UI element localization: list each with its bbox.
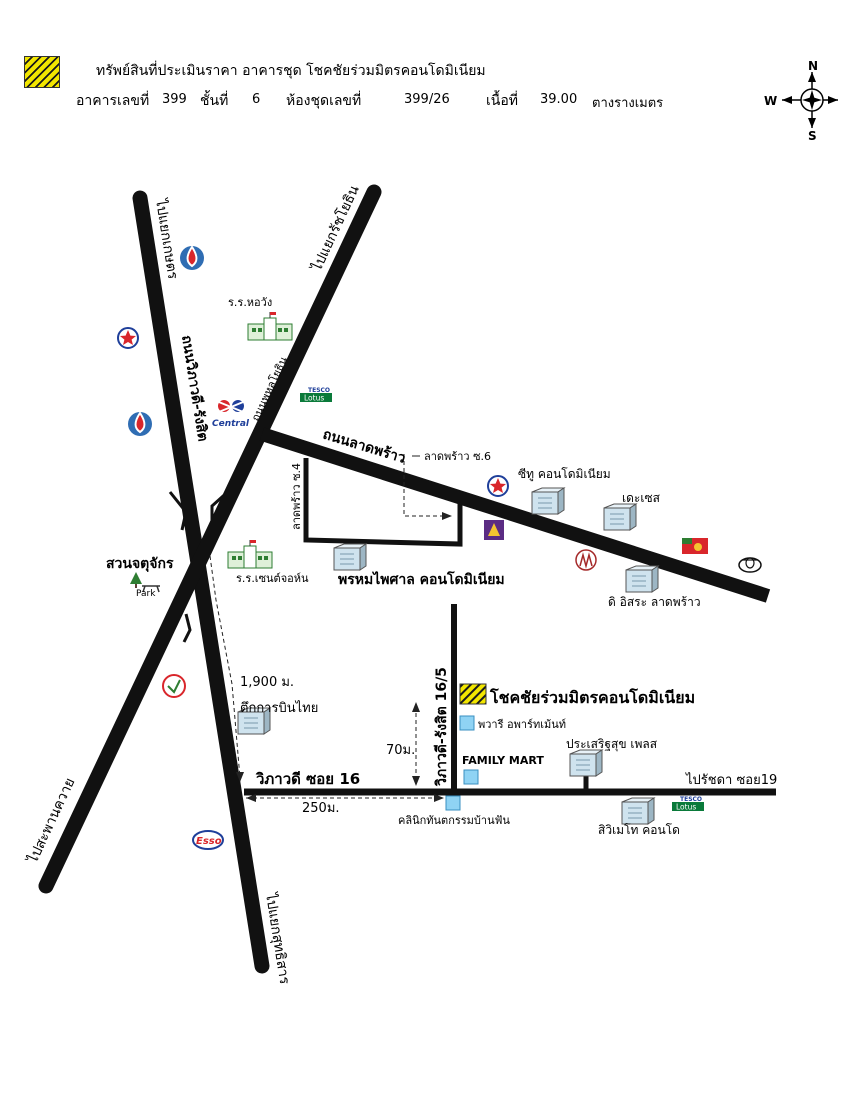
label-dental-clinic: คลินิกทันตกรรมบ้านฟัน	[398, 814, 510, 827]
tesco-lotus-icon: TESCO Lotus	[300, 387, 332, 403]
label-phrom-phaisan: พรหมไพศาล คอนโดมิเนียม	[338, 570, 505, 588]
road-ladprao-soi4	[303, 458, 463, 547]
label-city-condo: ซีทู คอนโดมิเนียม	[518, 467, 611, 482]
building-icon	[621, 797, 655, 825]
unit-label: ห้องชุดเลขที่	[286, 93, 362, 109]
central-text: Central	[212, 419, 250, 429]
label-di-issara: ดิ อิสระ ลาดพร้าว	[608, 595, 701, 609]
building-icon	[463, 769, 479, 785]
compass-icon: N W S	[764, 59, 838, 143]
svg-text:TESCO: TESCO	[680, 796, 702, 803]
building-icon	[569, 749, 603, 777]
arrow-250-right	[434, 794, 444, 802]
building-icon	[625, 565, 659, 593]
tesco-lotus-icon: TESCO Lotus	[672, 796, 704, 812]
building-icon	[603, 503, 637, 531]
label-chatuchak-park: สวนจตุจักร	[106, 556, 174, 572]
school-icon	[247, 311, 293, 341]
label-vibhavadi-soi16: วิภาวดี ซอย 16	[255, 770, 360, 788]
dashed-routes	[209, 454, 450, 799]
area-unit: ตางรางเมตร	[592, 96, 664, 111]
arrow-70-top	[412, 702, 420, 712]
building-label: อาคารเลขที่	[76, 93, 150, 109]
legend-hatch-swatch	[24, 56, 60, 88]
compass-s: S	[808, 129, 817, 143]
arrow-250-left	[246, 794, 256, 802]
building-icon	[531, 487, 565, 515]
distance-250: 250ม.	[302, 801, 340, 816]
pttep-icon	[575, 549, 597, 571]
label-pawari-apartment: พวารี อพาร์ทเม้นท์	[478, 718, 566, 731]
legend-text: ทรัพย์สินที่ประเมินราคา อาคารชุด โชคชัยร…	[96, 63, 486, 79]
svg-text:Esso: Esso	[196, 836, 222, 847]
label-family-mart: FAMILY MART	[462, 754, 544, 767]
bank-icon	[484, 520, 504, 540]
building-icon	[445, 795, 461, 811]
svg-text:Lotus: Lotus	[304, 394, 324, 403]
label-dekhasel: เดะเซส	[622, 491, 661, 505]
floor-label: ชั้นที่	[200, 93, 229, 109]
distance-1900: 1,900 ม.	[240, 675, 294, 690]
arrow-70-bottom	[412, 776, 420, 786]
overpass-marks	[168, 486, 234, 643]
svg-text:Lotus: Lotus	[676, 803, 696, 812]
label-thai-airways: ตึกการบินไทย	[240, 700, 318, 716]
flag-icon	[682, 538, 708, 554]
arrow-1900	[236, 772, 244, 782]
esso-icon: Esso	[192, 830, 224, 850]
area-value: 39.00	[540, 92, 578, 107]
label-to-ratchada-soi19: ไปรัชดา ซอย19	[685, 772, 777, 788]
road-phahonyothin	[38, 184, 382, 894]
label-chokchai-condo: โชคชัยร่วมมิตรคอนโดมิเนียม	[489, 687, 695, 707]
roads	[38, 184, 776, 974]
school-icon	[227, 539, 273, 569]
building-icon	[333, 543, 367, 571]
ptt-icon	[127, 411, 153, 437]
label-hor-wang-school: ร.ร.หอวัง	[228, 296, 272, 309]
label-prasertsuk-place: ประเสริฐสุข เพลส	[566, 737, 658, 752]
arrow-soi6	[442, 512, 452, 520]
toyota-icon	[738, 557, 762, 573]
road-vibhavadi	[132, 190, 270, 974]
subject-property-marker	[459, 683, 487, 705]
road-ladprao	[259, 427, 771, 603]
building-icon	[459, 715, 475, 731]
building-number: 399	[162, 92, 187, 107]
area-label: เนื้อที่	[486, 93, 518, 109]
tree-icon	[130, 572, 160, 593]
floor-number: 6	[252, 92, 261, 107]
map-header: ทรัพย์สินที่ประเมินราคา อาคารชุด โชคชัยร…	[0, 0, 856, 140]
caltex-star-icon	[487, 475, 509, 497]
compass-n: N	[808, 59, 818, 73]
label-city-home-condo: สิวิเมโท คอนโด	[598, 823, 680, 837]
svg-text:TESCO: TESCO	[308, 387, 330, 394]
label-park: Park	[136, 589, 156, 599]
central-icon: Central	[212, 399, 250, 429]
label-vibhavadi-16-5: วิภาวดี-รังสิต 16/5	[434, 667, 450, 787]
caltex-star-icon	[117, 327, 139, 349]
label-ladprao-soi4: ลาดพร้าว ซ.4	[290, 463, 303, 530]
unit-number: 399/26	[404, 92, 450, 107]
compass-w: W	[764, 94, 777, 108]
ptt-icon	[179, 245, 205, 271]
distance-70: 70ม.	[386, 743, 415, 758]
label-st-john-school: ร.ร.เซนต์จอห์น	[236, 572, 309, 585]
label-ladprao-soi6: ลาดพร้าว ซ.6	[424, 450, 491, 463]
green-circle-icon	[162, 674, 186, 698]
